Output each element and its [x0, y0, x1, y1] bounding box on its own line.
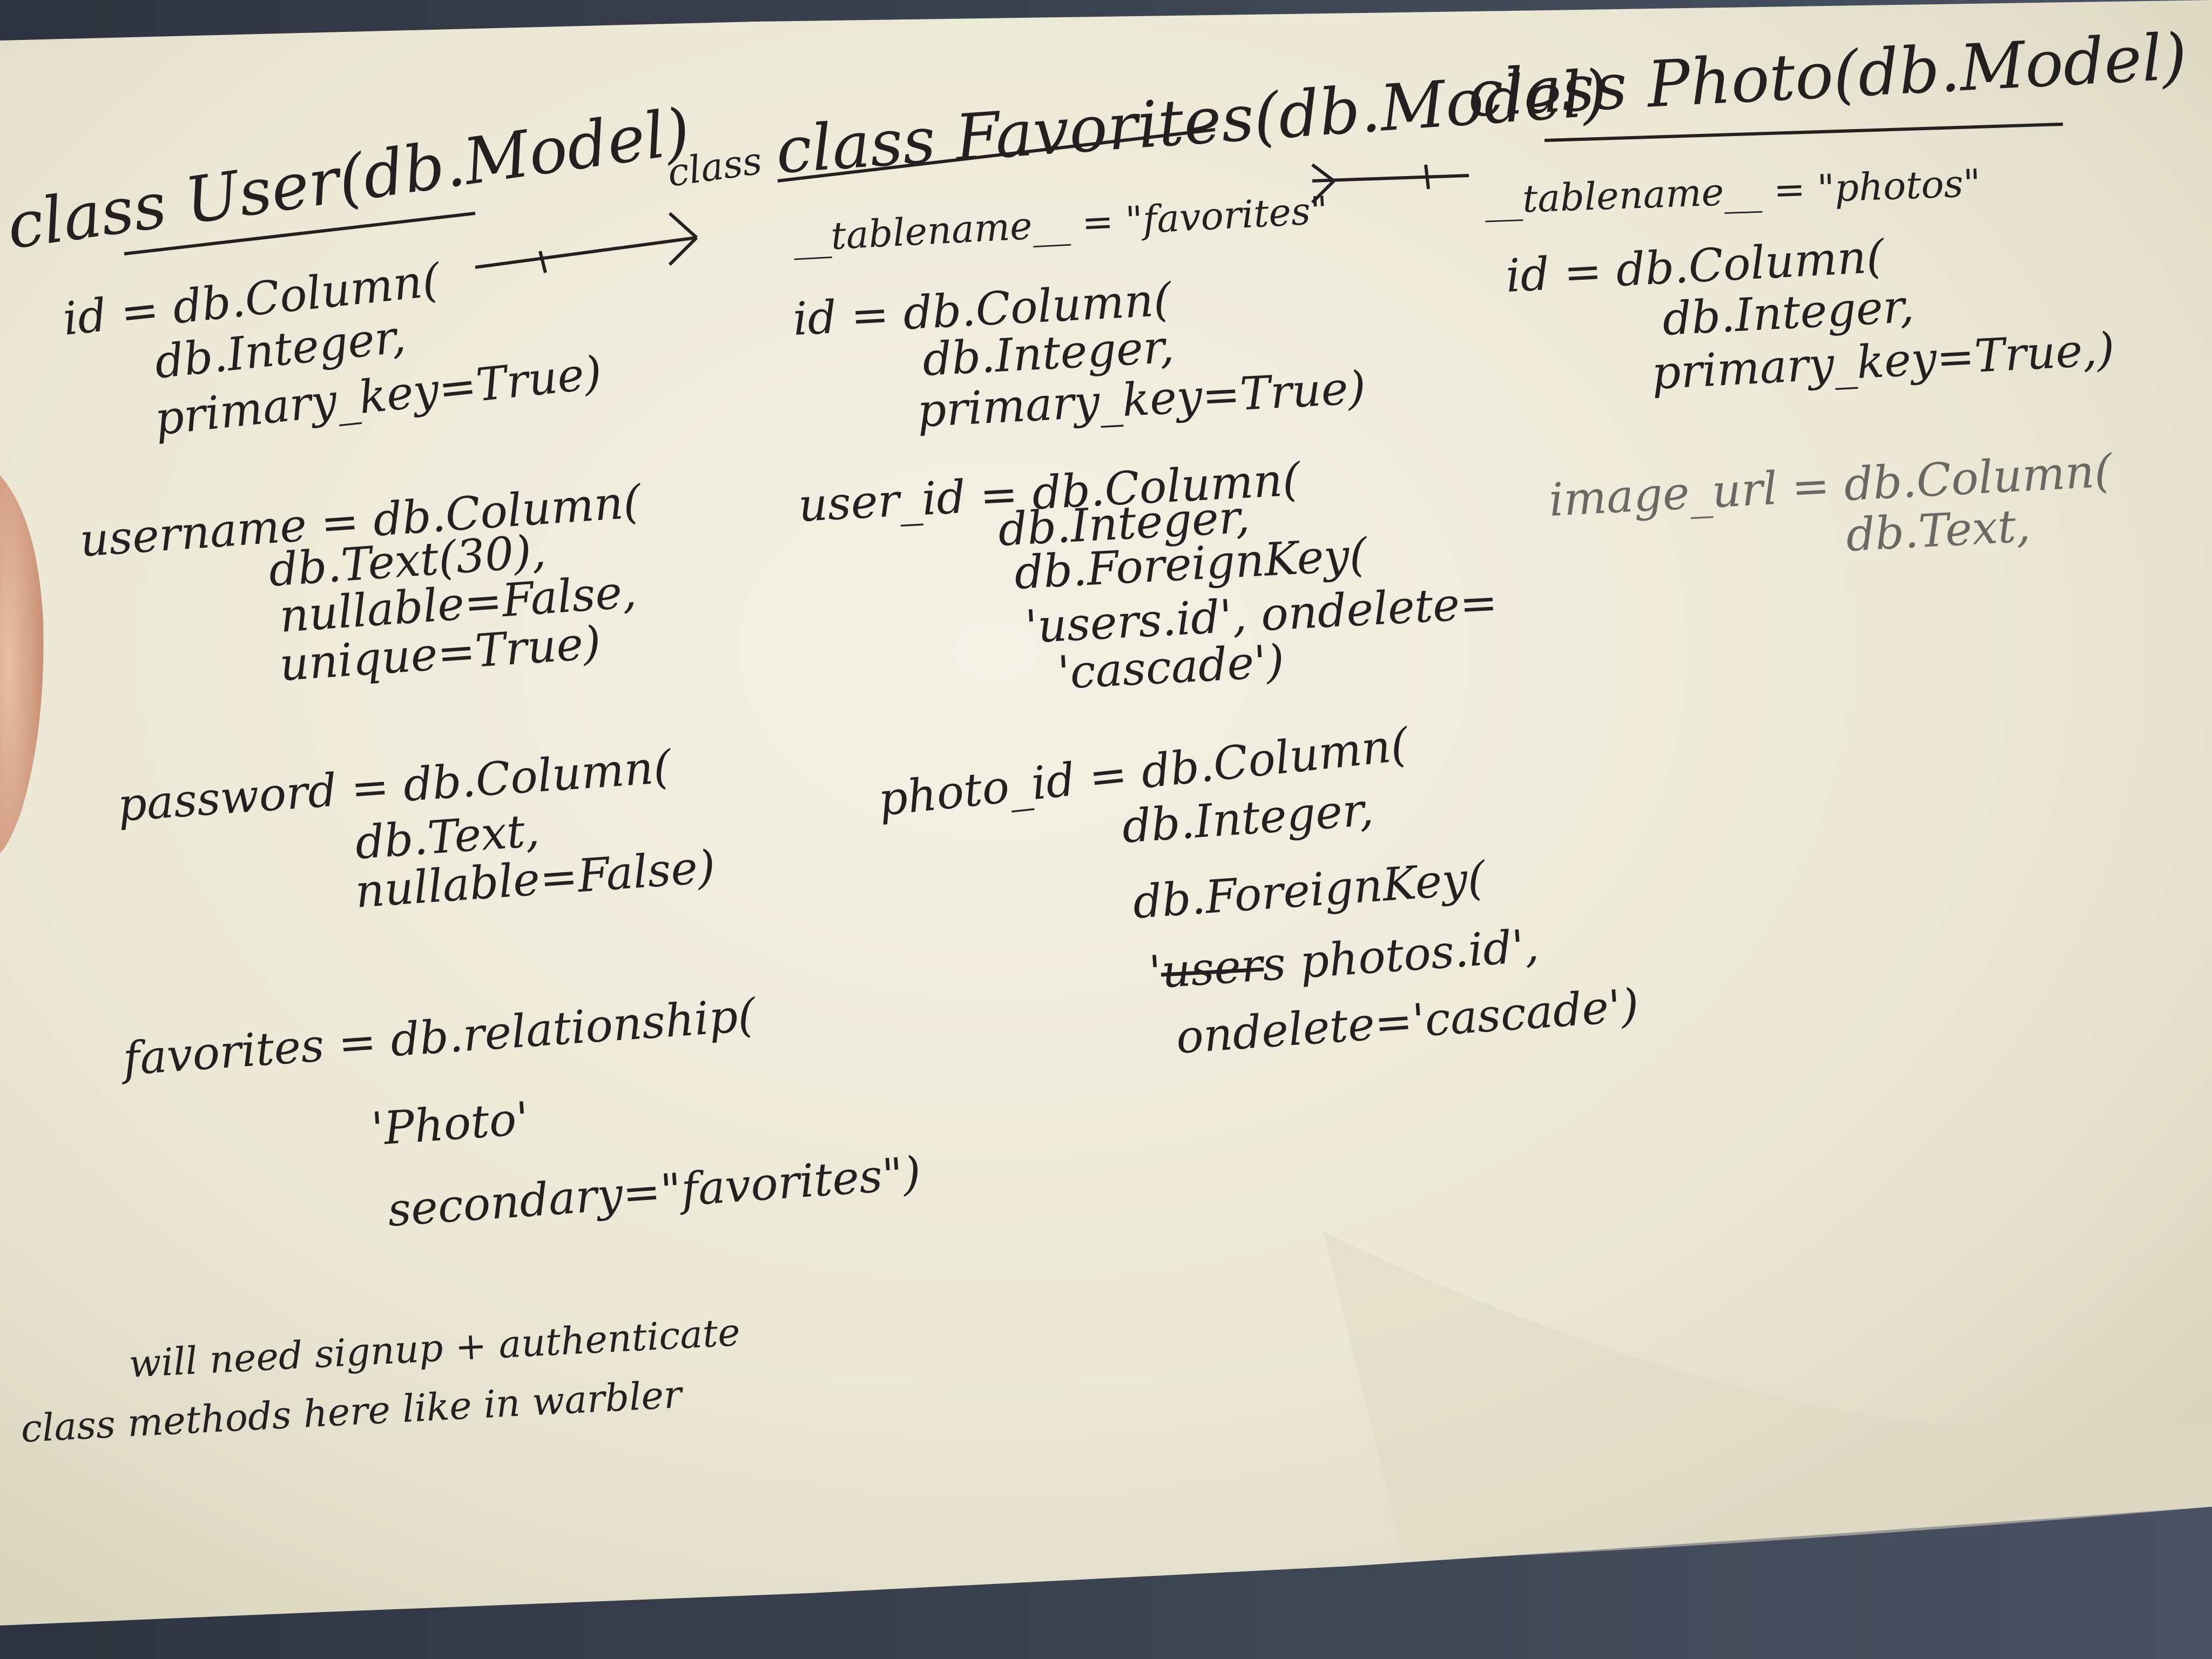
photo-image-url-line-2: db.Text, [1845, 499, 2032, 562]
favorites-user-id-line-5: 'cascade') [1056, 635, 1285, 699]
strikethrough-users [1161, 967, 1264, 977]
favorites-photo-relationship [1311, 163, 1469, 204]
user-password-line-2: db.Text, [354, 804, 541, 869]
user-favorites-line-2: 'Photo' [370, 1092, 531, 1156]
finger [0, 475, 44, 853]
user-header-underline [124, 212, 476, 255]
photo-header-underline [1544, 123, 2063, 142]
favorites-header-underline [777, 128, 1216, 183]
user-favorites-relationship [475, 212, 698, 273]
favorites-id-line-2: db.Integer, [921, 320, 1176, 386]
paper-fold-shadow [1323, 1231, 2212, 1561]
photo-id-line-2: db.Integer, [1661, 280, 1916, 346]
favorites-user-id-line-2: db.Integer, [997, 490, 1251, 556]
